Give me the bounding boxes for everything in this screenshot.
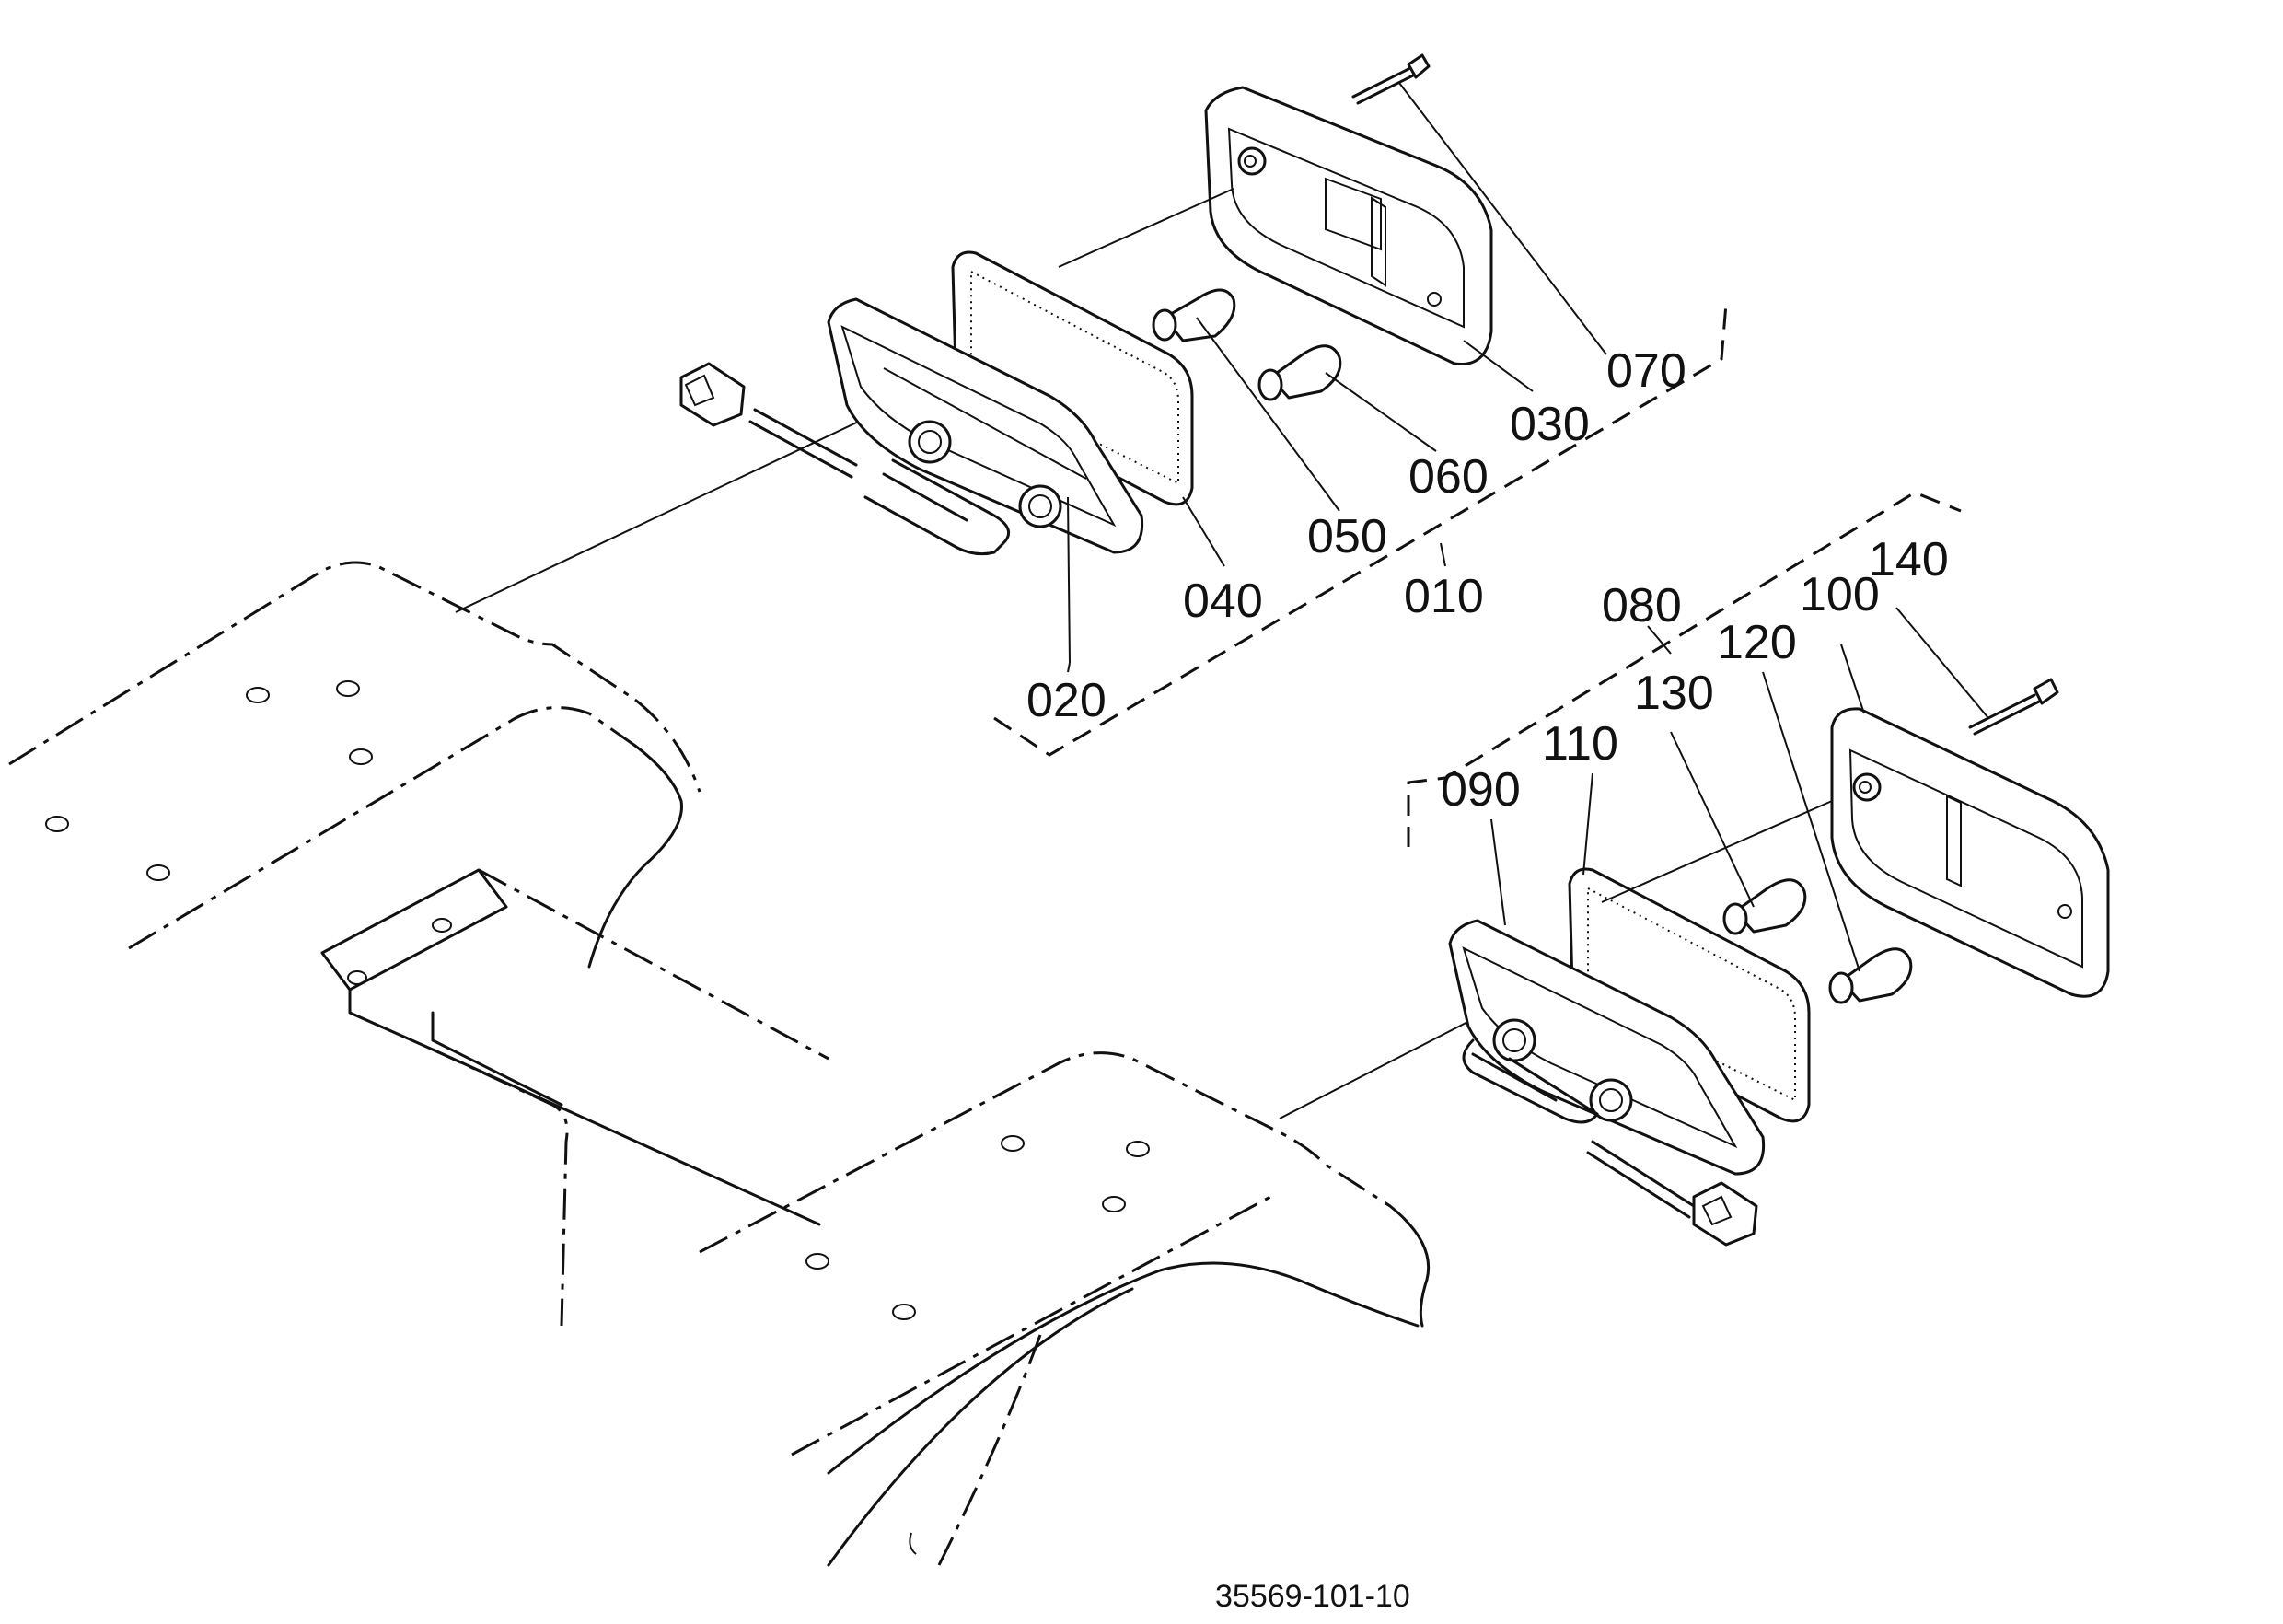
label-020: 020 <box>1026 674 1107 727</box>
label-100: 100 <box>1800 568 1880 621</box>
label-090: 090 <box>1441 763 1521 817</box>
part-labels: 070 030 060 050 010 040 020 080 140 100 … <box>1026 344 1949 1614</box>
label-070: 070 <box>1606 344 1686 398</box>
label-060: 060 <box>1408 450 1489 504</box>
label-080: 080 <box>1602 579 1682 632</box>
label-050: 050 <box>1307 510 1387 563</box>
label-130: 130 <box>1634 667 1714 720</box>
label-140: 140 <box>1869 533 1949 586</box>
upper-lamp-assembly <box>679 53 1728 757</box>
tractor-body <box>8 409 1612 1567</box>
lower-lamp-assembly <box>1407 491 2110 1247</box>
drawing-number: 35569-101-10 <box>1215 1579 1410 1614</box>
label-120: 120 <box>1717 616 1797 669</box>
label-010: 010 <box>1404 570 1484 623</box>
label-040: 040 <box>1183 574 1263 628</box>
leader-lines <box>1067 82 1989 972</box>
label-030: 030 <box>1510 398 1590 451</box>
label-110: 110 <box>1542 717 1618 771</box>
